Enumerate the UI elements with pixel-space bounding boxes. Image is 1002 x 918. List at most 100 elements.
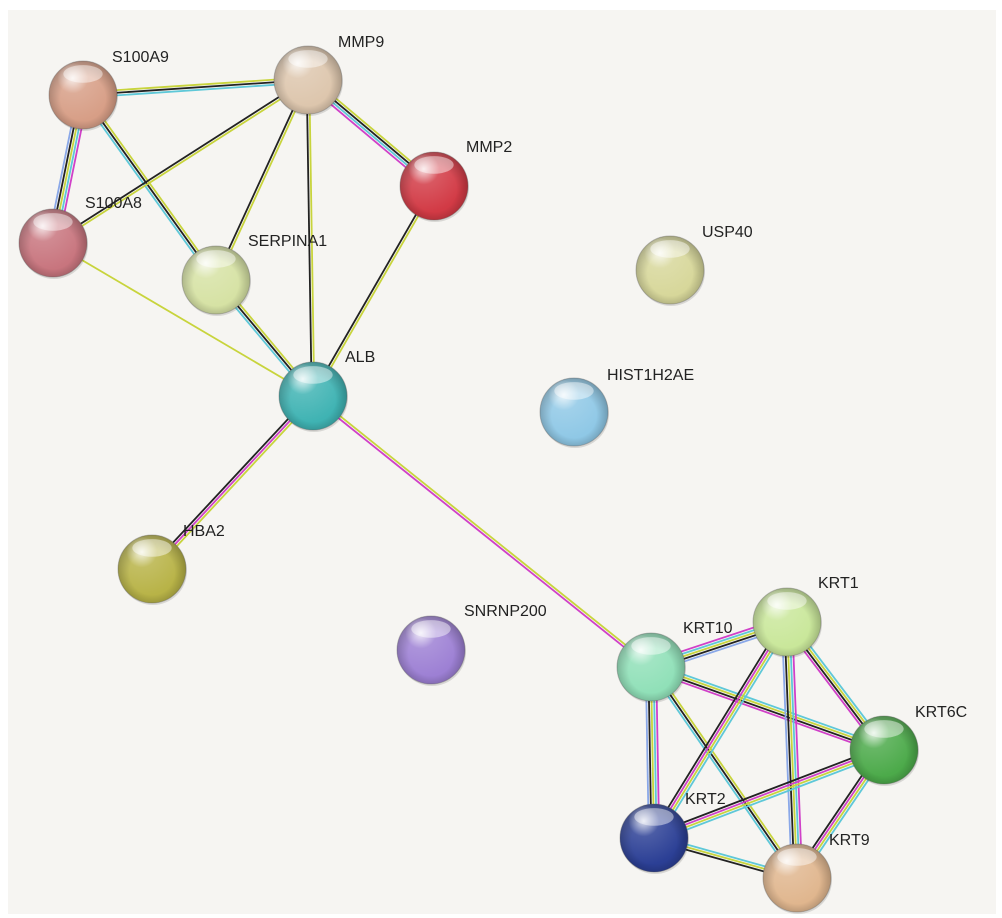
node-outline xyxy=(278,361,348,431)
node-krt9[interactable] xyxy=(762,843,832,914)
edge-evidence-coex xyxy=(82,94,217,281)
node-krt10[interactable] xyxy=(616,632,686,703)
edge-evidence-coex xyxy=(652,745,883,836)
edge-mmp9-serpina1[interactable] xyxy=(214,79,310,281)
node-label-mmp2: MMP2 xyxy=(466,139,512,156)
edge-krt6c-krt2[interactable] xyxy=(652,745,886,843)
edge-evidence-db xyxy=(652,662,886,748)
edge-evidence-text xyxy=(53,80,310,245)
node-highlight xyxy=(554,382,594,400)
edge-s100a9-mmp9[interactable] xyxy=(82,76,309,99)
node-label-krt1: KRT1 xyxy=(818,575,859,592)
node-gloss xyxy=(182,246,250,314)
node-mmp2[interactable] xyxy=(399,151,469,222)
node-highlight xyxy=(414,156,454,174)
node-highlight xyxy=(864,720,904,738)
node-gloss xyxy=(763,844,831,912)
edge-mmp9-s100a8[interactable] xyxy=(51,78,310,245)
node-snrnp200[interactable] xyxy=(396,615,466,686)
node-highlight xyxy=(132,539,172,557)
edge-krt1-krt9[interactable] xyxy=(780,621,804,879)
edge-evidence-exp xyxy=(649,669,883,755)
edge-krt1-krt2[interactable] xyxy=(649,619,792,841)
edge-evidence-exp xyxy=(653,747,884,838)
edge-evidence-exp xyxy=(652,620,787,838)
node-highlight xyxy=(777,848,817,866)
edge-alb-krt10[interactable] xyxy=(311,394,653,669)
labels-layer: S100A9MMP9MMP2S100A8SERPINA1USP40ALBHIST… xyxy=(85,34,967,849)
node-label-hist1h2ae: HIST1H2AE xyxy=(607,367,694,384)
node-serpina1[interactable] xyxy=(181,245,251,316)
edge-mmp9-alb[interactable] xyxy=(305,79,316,397)
node-outline xyxy=(616,632,686,702)
edge-evidence-exp xyxy=(151,395,314,570)
edge-evidence-text xyxy=(153,397,316,572)
node-outline xyxy=(396,615,466,685)
node-mmp9[interactable] xyxy=(273,45,343,116)
node-label-alb: ALB xyxy=(345,349,375,366)
node-alb[interactable] xyxy=(278,361,348,432)
edge-evidence-coex xyxy=(214,79,308,280)
node-gloss xyxy=(620,804,688,872)
node-label-mmp9: MMP9 xyxy=(338,34,384,51)
node-outline xyxy=(752,587,822,657)
node-s100a9[interactable] xyxy=(48,60,118,131)
edge-evidence-db xyxy=(83,81,309,99)
edge-evidence-text xyxy=(52,242,314,397)
edge-evidence-coex xyxy=(783,622,796,879)
node-gloss xyxy=(118,535,186,603)
edge-alb-hba2[interactable] xyxy=(149,393,316,572)
node-highlight xyxy=(631,637,671,655)
node-gloss xyxy=(850,716,918,784)
edge-krt10-krt9[interactable] xyxy=(648,665,800,880)
node-outline xyxy=(273,45,343,115)
node-label-serpina1: SERPINA1 xyxy=(248,233,327,250)
edge-evidence-text xyxy=(84,92,219,280)
node-outline xyxy=(117,534,187,604)
node-gloss xyxy=(400,152,468,220)
edge-evidence-text xyxy=(313,394,653,667)
edge-evidence-db xyxy=(655,752,886,843)
edge-mmp2-alb[interactable] xyxy=(311,184,436,398)
node-highlight xyxy=(288,50,328,68)
node-outline xyxy=(619,803,689,873)
edge-evidence-text xyxy=(313,186,436,398)
edge-evidence-db xyxy=(80,95,215,283)
node-label-snrnp200: SNRNP200 xyxy=(464,603,547,620)
edge-evidence-text xyxy=(651,664,885,750)
edge-evidence-text xyxy=(216,80,310,281)
node-gloss xyxy=(397,616,465,684)
edge-evidence-coex xyxy=(311,184,434,396)
node-krt1[interactable] xyxy=(752,587,822,658)
edge-evidence-text xyxy=(82,76,308,94)
edge-evidence-coex xyxy=(649,619,785,837)
node-gloss xyxy=(636,236,704,304)
edge-evidence-coex xyxy=(650,666,798,879)
node-hba2[interactable] xyxy=(117,534,187,605)
nodes-layer xyxy=(18,45,919,914)
node-s100a8[interactable] xyxy=(18,208,88,279)
node-gloss xyxy=(49,61,117,129)
edge-s100a9-serpina1[interactable] xyxy=(80,92,219,283)
node-outline xyxy=(18,208,88,278)
node-usp40[interactable] xyxy=(635,235,705,306)
edge-evidence-coex xyxy=(305,80,313,397)
node-outline xyxy=(399,151,469,221)
node-outline xyxy=(539,377,609,447)
edge-evidence-coex xyxy=(51,78,308,243)
edge-evidence-db xyxy=(788,621,801,878)
node-highlight xyxy=(411,620,451,638)
edge-krt10-krt6c[interactable] xyxy=(649,662,886,755)
edge-evidence-hom xyxy=(780,622,793,879)
node-krt6c[interactable] xyxy=(849,715,919,786)
node-label-krt6c: KRT6C xyxy=(915,704,967,721)
node-outline xyxy=(762,843,832,913)
edge-s100a8-alb[interactable] xyxy=(52,242,314,397)
node-hist1h2ae[interactable] xyxy=(539,377,609,448)
edge-evidence-text xyxy=(654,750,885,841)
node-label-usp40: USP40 xyxy=(702,224,753,241)
node-gloss xyxy=(279,362,347,430)
node-krt2[interactable] xyxy=(619,803,689,874)
edge-evidence-coex xyxy=(82,79,309,96)
